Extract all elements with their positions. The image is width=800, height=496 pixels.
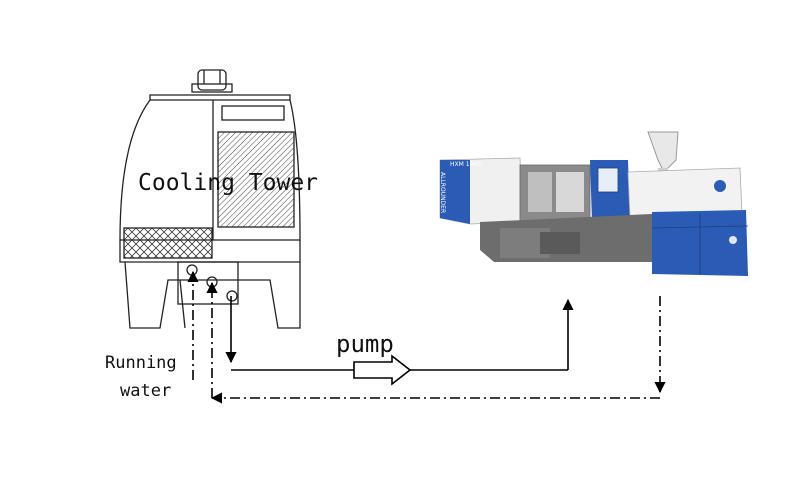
piping [187,270,666,404]
pump-icon [353,354,412,386]
pump-label: pump [336,330,394,358]
cooling-tower-drawing [119,69,301,329]
machine-brand-text: ALLROUNDER [439,172,446,213]
machine-model-text: HXM 1060 [450,161,481,168]
cooling-tower-label: Cooling Tower [138,170,318,196]
running-water-label-line2: water [120,381,171,401]
running-water-label-line1: Running [105,353,177,373]
injection-molding-machine-image: HXM 1060 ALLROUNDER [439,131,749,276]
